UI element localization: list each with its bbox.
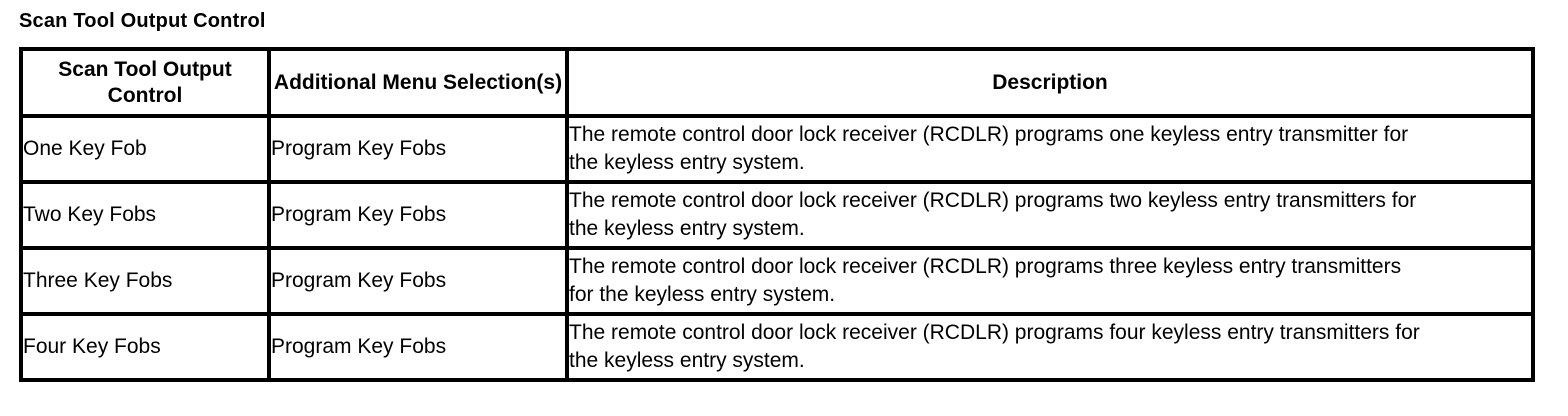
cell-description: The remote control door lock receiver (R… xyxy=(565,180,1535,250)
page-title: Scan Tool Output Control xyxy=(19,10,266,32)
table-row: One Key Fob Program Key Fobs The remote … xyxy=(19,114,1535,184)
description-text: The remote control door lock receiver (R… xyxy=(569,321,1420,372)
description-text: The remote control door lock receiver (R… xyxy=(569,255,1402,306)
table-row: Three Key Fobs Program Key Fobs The remo… xyxy=(19,246,1535,316)
cell-description: The remote control door lock receiver (R… xyxy=(565,246,1535,316)
table-row: Four Key Fobs Program Key Fobs The remot… xyxy=(19,312,1535,382)
scan-tool-output-control-table: Scan Tool Output Control Additional Menu… xyxy=(19,47,1535,382)
column-header-scan-tool-output-control: Scan Tool Output Control xyxy=(19,47,271,118)
description-text: The remote control door lock receiver (R… xyxy=(569,189,1417,240)
cell-control-name: One Key Fob xyxy=(19,114,271,184)
cell-menu-selection: Program Key Fobs xyxy=(267,246,569,316)
cell-control-name: Three Key Fobs xyxy=(19,246,271,316)
column-header-description: Description xyxy=(565,47,1535,118)
description-text: The remote control door lock receiver (R… xyxy=(569,123,1409,174)
scan-tool-output-control-table-wrapper: Scan Tool Output Control Additional Menu… xyxy=(19,47,1535,382)
table-header-row: Scan Tool Output Control Additional Menu… xyxy=(19,47,1535,118)
cell-control-name: Four Key Fobs xyxy=(19,312,271,382)
cell-menu-selection: Program Key Fobs xyxy=(267,114,569,184)
cell-control-name: Two Key Fobs xyxy=(19,180,271,250)
table-header: Scan Tool Output Control Additional Menu… xyxy=(19,47,1535,118)
column-header-additional-menu-selections: Additional Menu Selection(s) xyxy=(267,47,569,118)
cell-menu-selection: Program Key Fobs xyxy=(267,180,569,250)
table-row: Two Key Fobs Program Key Fobs The remote… xyxy=(19,180,1535,250)
cell-description: The remote control door lock receiver (R… xyxy=(565,312,1535,382)
cell-description: The remote control door lock receiver (R… xyxy=(565,114,1535,184)
cell-menu-selection: Program Key Fobs xyxy=(267,312,569,382)
table-body: One Key Fob Program Key Fobs The remote … xyxy=(19,114,1535,382)
